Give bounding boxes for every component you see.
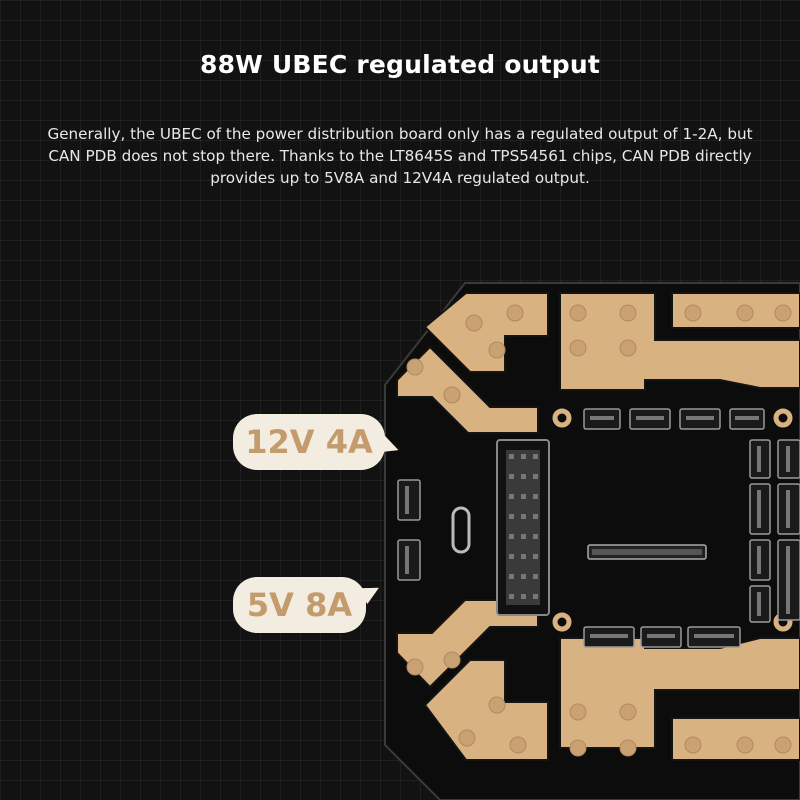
copper-pad-bottom-left <box>423 659 549 761</box>
copper-pad-top-right <box>671 292 800 329</box>
via <box>488 341 506 359</box>
vias <box>406 304 792 757</box>
via <box>619 304 637 322</box>
via <box>774 304 792 322</box>
via <box>506 304 524 322</box>
via <box>569 703 587 721</box>
via <box>619 739 637 757</box>
via <box>458 729 476 747</box>
via <box>465 314 483 332</box>
via <box>619 339 637 357</box>
via <box>774 736 792 754</box>
header-pins <box>506 450 540 605</box>
via <box>443 386 461 404</box>
mounting-hole <box>552 408 572 428</box>
via <box>488 696 506 714</box>
callout-5v-8a: 5V 8A <box>233 577 366 633</box>
via <box>569 339 587 357</box>
page-title: 88W UBEC regulated output <box>199 50 601 79</box>
via <box>406 658 424 676</box>
header-pin-dots <box>509 454 538 599</box>
via <box>569 739 587 757</box>
via <box>736 736 754 754</box>
callout-12v-4a: 12V 4A <box>233 414 385 470</box>
copper-pad-left-upper <box>396 345 539 434</box>
description-text: Generally, the UBEC of the power distrib… <box>47 125 753 187</box>
via <box>509 736 527 754</box>
connector-pins <box>590 416 790 638</box>
copper-pads <box>396 292 800 761</box>
mounting-hole <box>773 408 793 428</box>
via <box>406 358 424 376</box>
via <box>684 304 702 322</box>
copper-pad-top-middle <box>559 292 800 391</box>
via <box>736 304 754 322</box>
usb-c-port <box>451 506 471 554</box>
via <box>443 651 461 669</box>
via <box>684 736 702 754</box>
copper-pad-bottom-right <box>671 717 800 761</box>
via <box>619 703 637 721</box>
mounting-hole <box>552 612 572 632</box>
via <box>569 304 587 322</box>
